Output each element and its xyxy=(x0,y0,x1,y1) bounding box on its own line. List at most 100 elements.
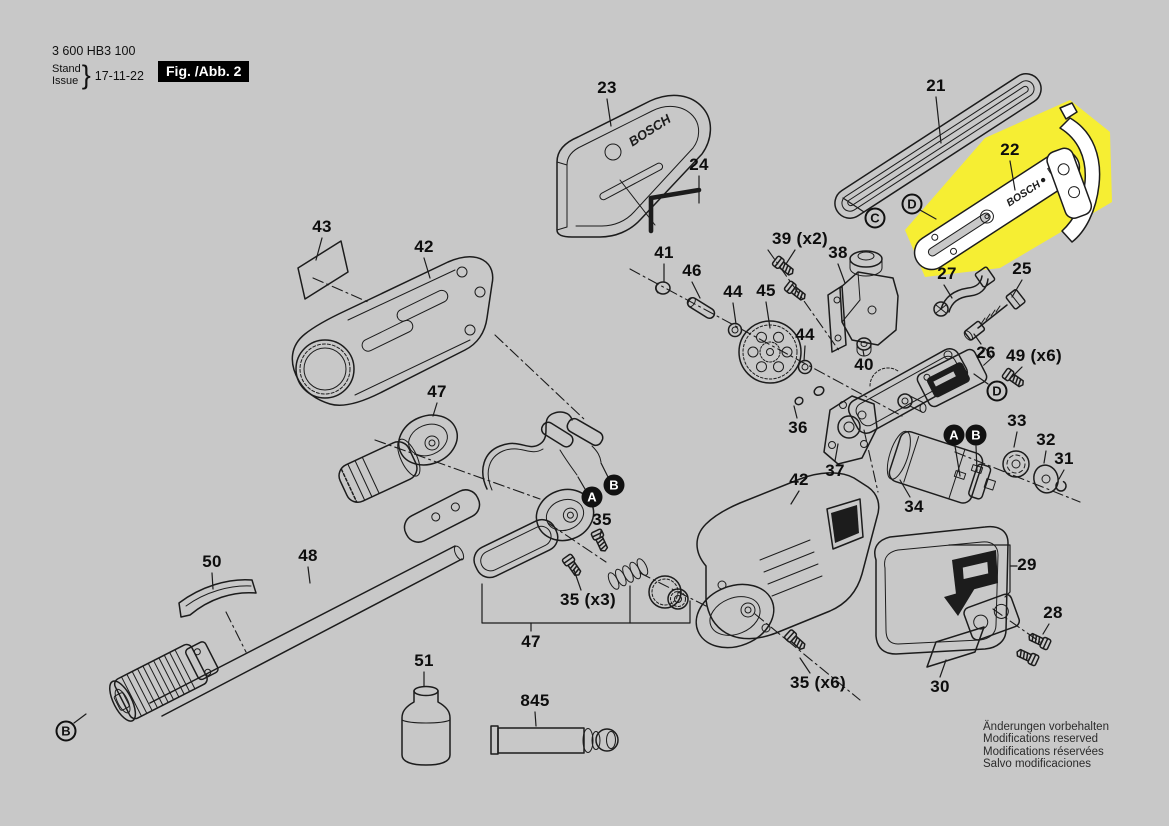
footer-line-es: Salvo modificaciones xyxy=(983,758,1092,771)
clip-part-31 xyxy=(1055,480,1067,492)
part-label-34: 34 xyxy=(904,497,924,516)
impeller-part-33 xyxy=(1002,450,1030,478)
brand-text-cover: BOSCH xyxy=(626,111,674,149)
ref-marker-A-filled: A xyxy=(943,424,965,446)
oil-bottle-part-51 xyxy=(401,685,451,766)
part-label-21: 21 xyxy=(926,76,946,95)
part-label-22: 22 xyxy=(1000,140,1020,159)
part-label-38: 38 xyxy=(828,243,848,262)
leader-lines xyxy=(73,96,1065,727)
footer-line-de: Änderungen vorbehalten xyxy=(983,721,1109,733)
hex-key-part-24 xyxy=(648,187,702,234)
screw-part-28b xyxy=(1014,646,1041,667)
footer-line-en: Modifications reserved xyxy=(983,733,1099,746)
washer-part-44b xyxy=(797,359,813,375)
part-label-37: 37 xyxy=(825,461,845,480)
part-label-35: 35 xyxy=(592,510,612,529)
screw-part-39b xyxy=(782,279,809,304)
ref-marker-B-filled: B xyxy=(965,424,987,446)
ref-marker-B-filled: B xyxy=(603,474,625,496)
gear-head-assembly-part-47 xyxy=(338,414,595,579)
part-label-845: 845 xyxy=(520,691,550,710)
screw-part-28a xyxy=(1026,630,1053,651)
footer-line-fr: Modifications réservées xyxy=(983,745,1104,758)
part-label-24: 24 xyxy=(689,155,709,174)
grommets-part-36 xyxy=(794,385,825,406)
pin-part-46 xyxy=(686,296,716,320)
disc-part-32 xyxy=(1033,464,1059,494)
part-label-44: 44 xyxy=(723,282,743,301)
ref-marker-D-outline: D xyxy=(901,193,923,215)
screw-part-35x6 xyxy=(783,628,809,653)
part-label-26: 26 xyxy=(976,343,996,362)
sticker-part-30 xyxy=(926,626,985,668)
motor-part-34 xyxy=(886,430,997,504)
oil-pump-part-38 xyxy=(827,250,899,353)
part-label-49-x6-: 49 (x6) xyxy=(1006,346,1062,365)
part-label-27: 27 xyxy=(937,264,957,283)
bolt-part-25 xyxy=(977,289,1026,329)
guide-bar-part-22: BOSCH xyxy=(913,149,1081,271)
elbow-fitting-part-27 xyxy=(933,266,996,317)
part-label-39-x2-: 39 (x2) xyxy=(772,229,828,248)
issue-date: 17-11-22 xyxy=(94,68,144,83)
bushing-part-41 xyxy=(655,281,671,295)
part-label-25: 25 xyxy=(1012,259,1032,278)
part-label-23: 23 xyxy=(597,78,617,97)
issue-label: Issue xyxy=(52,74,79,87)
part-label-28: 28 xyxy=(1043,603,1063,622)
part-label-47: 47 xyxy=(427,382,447,401)
part-label-51: 51 xyxy=(414,651,434,670)
screw-part-35x3 xyxy=(561,552,585,579)
part-label-44: 44 xyxy=(795,325,815,344)
ref-marker-C-outline: C xyxy=(864,207,886,229)
cable-assembly xyxy=(482,411,604,491)
saw-chain-part-21 xyxy=(834,73,1042,219)
adapter-plate-part-29b xyxy=(963,593,1021,641)
ref-marker-B-outline: B xyxy=(55,720,77,742)
part-label-42: 42 xyxy=(789,470,809,489)
fitting-part-26 xyxy=(963,320,986,341)
part-label-31: 31 xyxy=(1054,449,1074,468)
part-label-40: 40 xyxy=(854,355,874,374)
product-number: 3 600 HB3 100 xyxy=(52,44,136,58)
part-label-29: 29 xyxy=(1017,555,1037,574)
sleeve-part-50 xyxy=(178,578,257,618)
gearbox-plate xyxy=(847,348,969,434)
part-label-32: 32 xyxy=(1036,430,1056,449)
stand-label: Stand xyxy=(52,63,81,75)
part-label-33: 33 xyxy=(1007,411,1027,430)
part-label-36: 36 xyxy=(788,418,808,437)
part-label-46: 46 xyxy=(682,261,702,280)
part-label-47: 47 xyxy=(521,632,541,651)
part-label-50: 50 xyxy=(202,552,222,571)
part-label-43: 43 xyxy=(312,217,332,236)
brace-glyph: } xyxy=(81,60,91,90)
part-label-48: 48 xyxy=(298,546,318,565)
washer-part-44a xyxy=(727,322,743,338)
part-label-45: 45 xyxy=(756,281,776,300)
part-label-35-x6-: 35 (x6) xyxy=(790,673,846,692)
figure-label: Fig. /Abb. 2 xyxy=(158,61,250,82)
header-meta: 3 600 HB3 100 Stand Issue } 17-11-22 xyxy=(52,44,144,91)
housing-half-part-42-upper xyxy=(291,256,494,406)
cover-part-29 xyxy=(874,525,1009,655)
part-label-41: 41 xyxy=(654,243,674,262)
spring-part xyxy=(607,558,649,590)
part-label-30: 30 xyxy=(930,677,950,696)
planet-gear-part xyxy=(648,575,689,610)
sticker-part-43 xyxy=(297,240,349,300)
grease-tube-part-845 xyxy=(490,725,619,755)
pole-part-48 xyxy=(109,545,465,722)
housing-half-part-42-lower xyxy=(695,472,880,649)
mount-plate-part-37 xyxy=(823,395,878,465)
ref-marker-D-outline: D xyxy=(986,380,1008,402)
gear-part-45 xyxy=(738,320,802,384)
chain-cover-part-23: BOSCH xyxy=(556,94,712,238)
footer-notice: Änderungen vorbehalten Modifications res… xyxy=(983,721,1109,771)
part-label-42: 42 xyxy=(414,237,434,256)
part-label-35-x3-: 35 (x3) xyxy=(560,590,616,609)
bar-tip-guard-part-22 xyxy=(1046,102,1101,243)
screw-part-39a xyxy=(770,254,797,279)
